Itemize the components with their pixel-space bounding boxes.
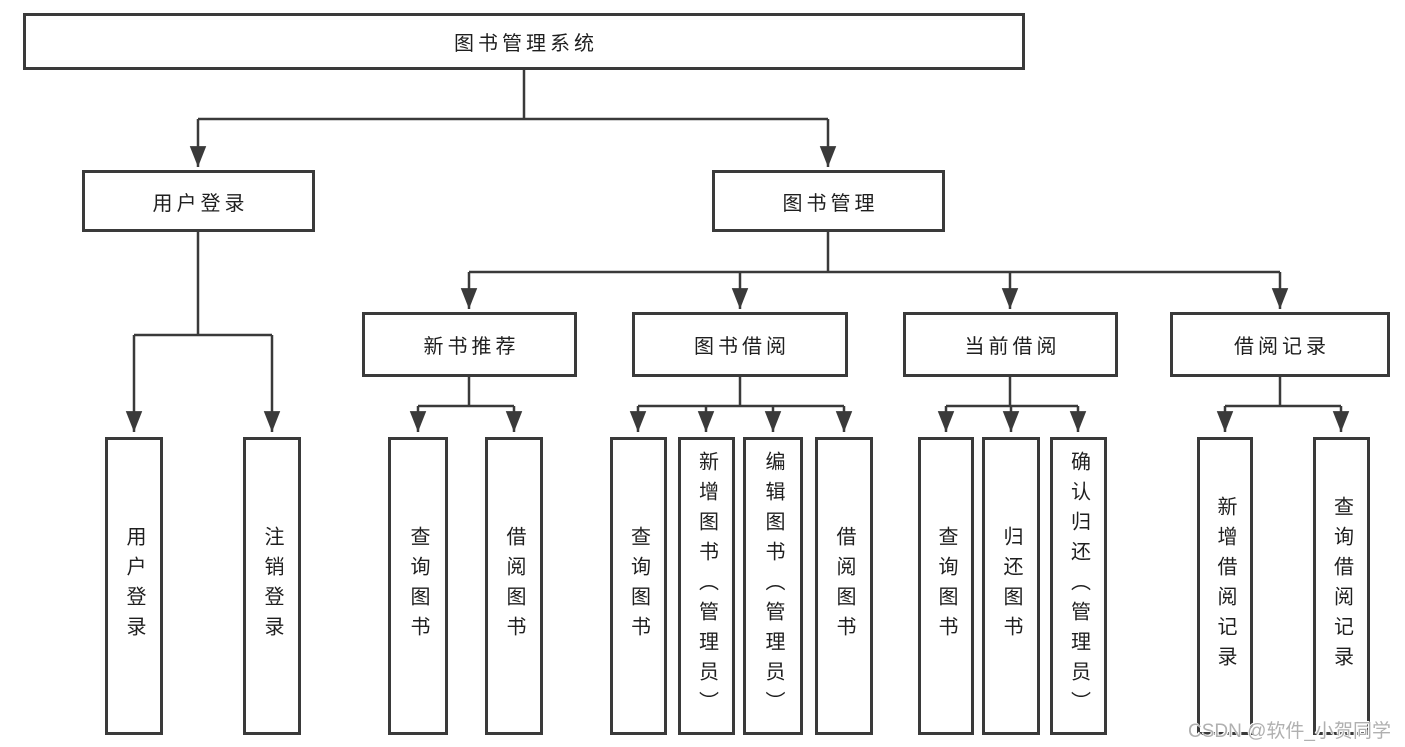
- csdn-watermark: CSDN @软件_小贺同学: [1188, 721, 1391, 742]
- node-label: 图书管理系统: [454, 33, 598, 55]
- node-user-login: 用户登录: [82, 170, 315, 232]
- node-leaf-borrow-books: 借阅图书: [815, 437, 873, 735]
- node-borrowing-records: 借阅记录: [1170, 312, 1390, 377]
- node-label: 注销登录: [261, 526, 283, 646]
- node-label: 图书管理: [782, 192, 879, 215]
- node-label: 用户登录: [152, 192, 249, 215]
- node-label: 图书借阅: [694, 336, 790, 358]
- node-book-borrowing: 图书借阅: [632, 312, 848, 377]
- node-label: 查询借阅记录: [1330, 496, 1353, 676]
- node-label: 新增图书（管理员）: [695, 451, 718, 721]
- node-leaf-borrow-books: 借阅图书: [485, 437, 543, 735]
- node-label: 查询图书: [407, 526, 429, 646]
- node-leaf-return-books: 归还图书: [982, 437, 1040, 735]
- node-current-borrowing: 当前借阅: [903, 312, 1118, 377]
- node-label: 借阅图书: [503, 526, 525, 646]
- node-leaf-query-books: 查询图书: [918, 437, 974, 735]
- node-label: 借阅记录: [1234, 336, 1330, 358]
- node-label: 确认归还（管理员）: [1067, 451, 1090, 721]
- node-label: 新增借阅记录: [1214, 496, 1236, 676]
- node-label: 归还图书: [1000, 526, 1022, 646]
- node-leaf-query-books: 查询图书: [610, 437, 667, 735]
- node-new-book-recommendation: 新书推荐: [362, 312, 577, 377]
- node-leaf-logout: 注销登录: [243, 437, 301, 735]
- node-leaf-user-login: 用户登录: [105, 437, 163, 735]
- node-label: 查询图书: [935, 526, 957, 646]
- node-leaf-add-borrowing-record: 新增借阅记录: [1197, 437, 1253, 735]
- node-leaf-edit-books-admin: 编辑图书（管理员）: [743, 437, 803, 735]
- node-label: 新书推荐: [423, 336, 520, 358]
- node-label: 查询图书: [627, 526, 650, 646]
- node-label: 用户登录: [123, 526, 145, 646]
- node-book-management: 图书管理: [712, 170, 945, 232]
- node-leaf-add-books-admin: 新增图书（管理员）: [678, 437, 735, 735]
- node-leaf-query-borrowing-record: 查询借阅记录: [1313, 437, 1370, 735]
- node-library-management-system: 图书管理系统: [23, 13, 1025, 70]
- node-label: 借阅图书: [833, 526, 855, 646]
- node-leaf-confirm-return-admin: 确认归还（管理员）: [1050, 437, 1107, 735]
- node-leaf-query-books: 查询图书: [388, 437, 448, 735]
- node-label: 编辑图书（管理员）: [762, 451, 784, 721]
- node-label: 当前借阅: [964, 336, 1061, 358]
